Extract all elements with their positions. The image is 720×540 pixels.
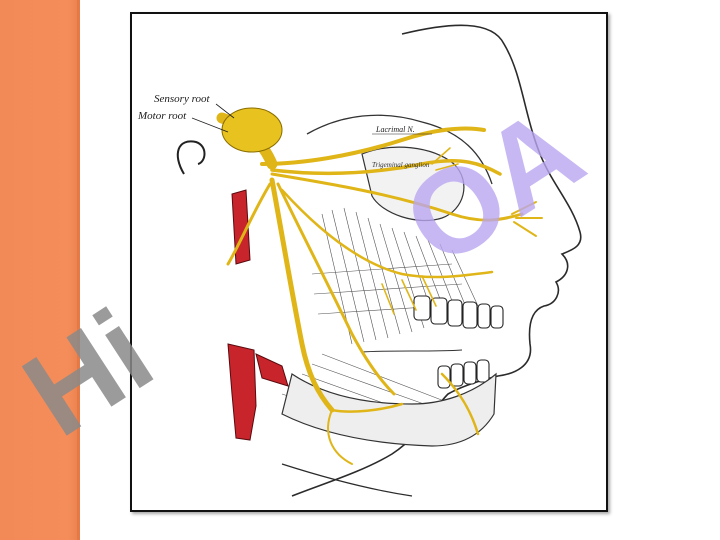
upper-teeth <box>413 295 504 329</box>
lower-teeth <box>437 359 490 389</box>
anatomy-figure: Sensory root Motor root Lacrimal N. Trig… <box>130 12 608 512</box>
trigeminal-ganglion <box>221 107 283 153</box>
mandible <box>281 372 497 447</box>
slide-accent-band <box>0 0 80 540</box>
sensory-root-label: Sensory root <box>154 93 210 105</box>
lacrimal-nerve-label: Lacrimal N. <box>376 125 415 134</box>
anatomy-illustration <box>176 24 582 497</box>
ganglion-label: Trigeminal ganglion <box>372 161 430 169</box>
motor-root-label: Motor root <box>138 110 187 122</box>
orbit <box>361 146 465 222</box>
